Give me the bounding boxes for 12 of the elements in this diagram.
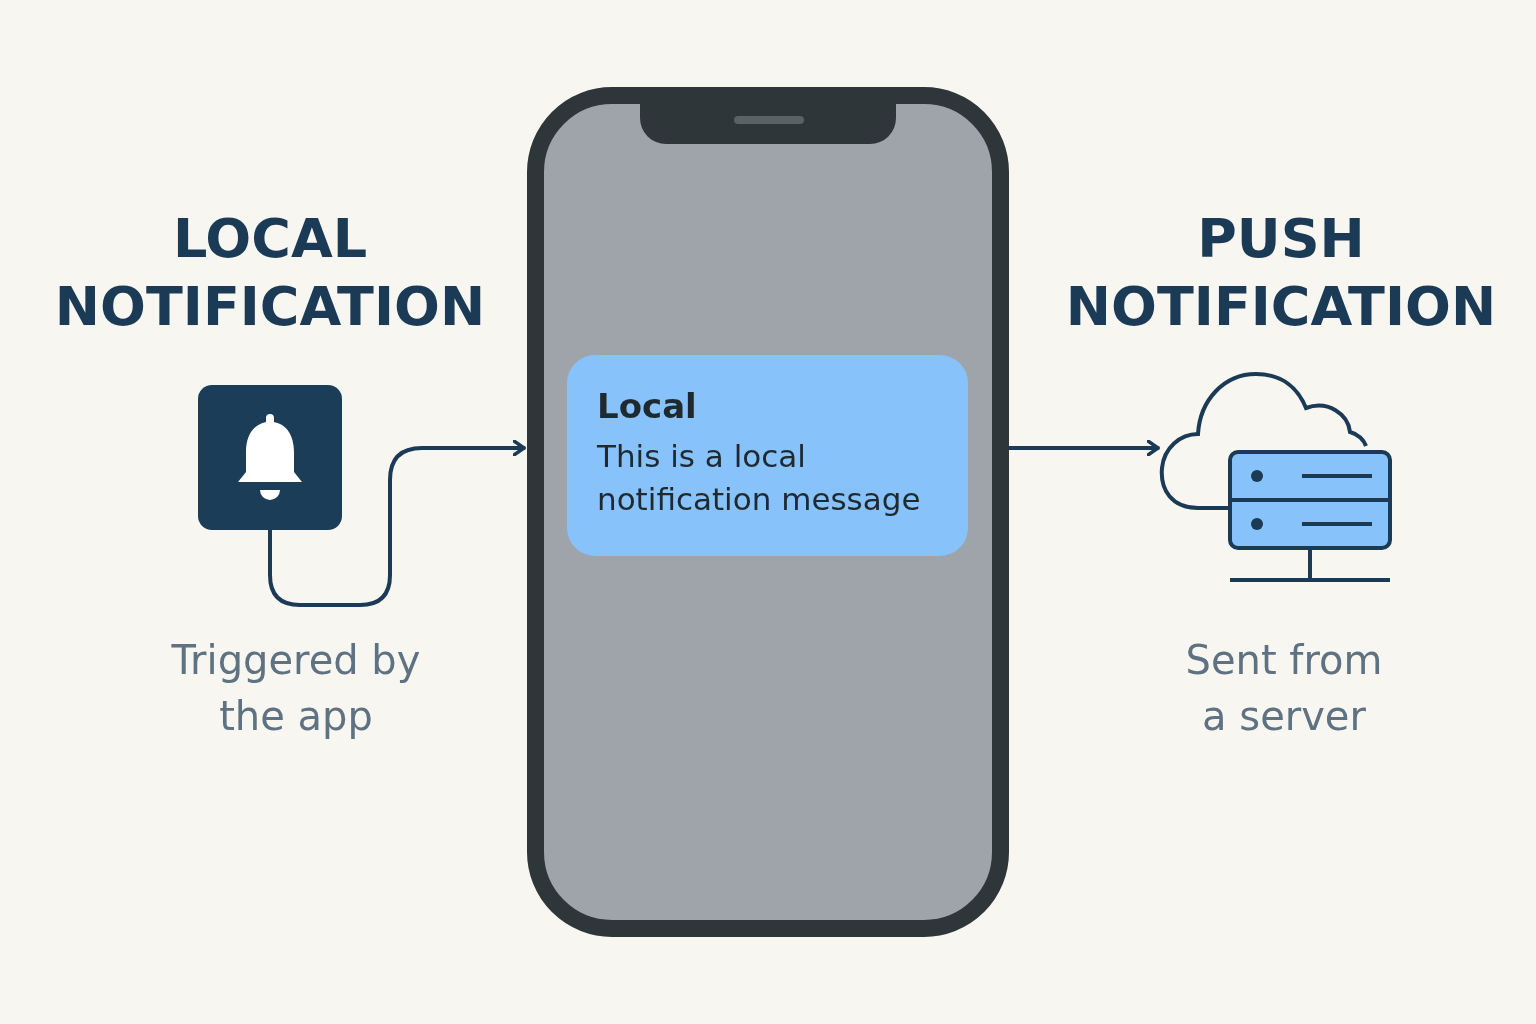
node-label: Sent from a server (1184, 636, 1384, 741)
app-icon-tile (198, 385, 342, 530)
arrow (268, 439, 526, 607)
node-label: LOCAL NOTIFICATION (53, 206, 487, 340)
node-label: Triggered by the app (170, 636, 422, 741)
notification-message: This is a local notification message (597, 437, 922, 519)
cloud-server-icon (1158, 370, 1394, 585)
arrow (1007, 439, 1160, 457)
notification-card (567, 355, 968, 556)
node-label: PUSH NOTIFICATION (1064, 206, 1498, 340)
smartphone (527, 87, 1009, 937)
notification-title: Local (597, 385, 698, 428)
